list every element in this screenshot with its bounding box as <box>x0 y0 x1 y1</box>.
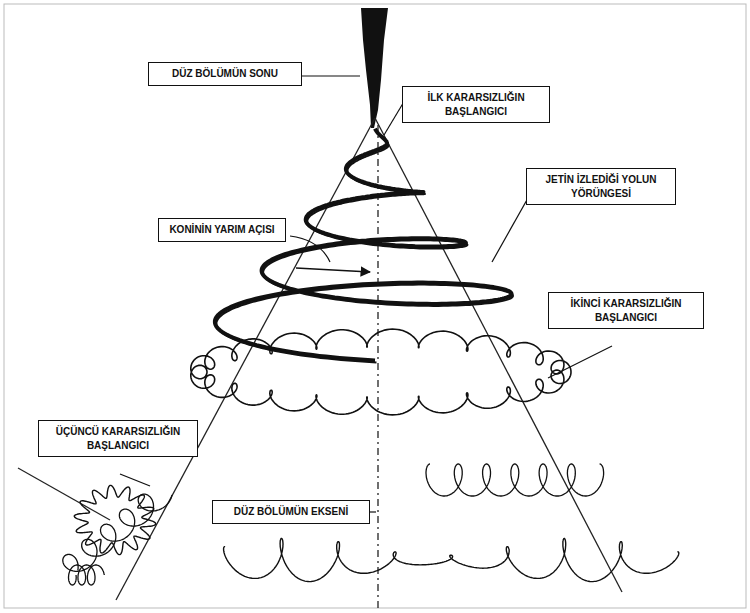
tertiary-clump <box>74 485 155 554</box>
helix-loop <box>216 131 513 363</box>
bottom-coils <box>224 538 679 581</box>
leader-line <box>120 474 150 486</box>
label-box: DÜZ BÖLÜMÜN EKSENİ <box>212 500 370 524</box>
leader-line <box>492 198 528 262</box>
label-box: İLK KARARSIZLIĞIN BAŞLANGICI <box>402 86 550 123</box>
box-label: DÜZ BÖLÜMÜN SONU <box>172 67 278 81</box>
leader-line <box>302 75 360 76</box>
frame <box>4 4 746 608</box>
straight-jet <box>361 8 388 128</box>
box-label: İLK KARARSIZLIĞIN BAŞLANGICI <box>409 91 543 118</box>
bottom-coils <box>426 464 604 496</box>
label-box: KONİNİN YARIM AÇISI <box>158 218 286 242</box>
label-box: İKİNCİ KARARSIZLIĞIN BAŞLANGICI <box>548 292 704 329</box>
leader-line <box>370 511 376 512</box>
box-label: İKİNCİ KARARSIZLIĞIN BAŞLANGICI <box>555 297 697 324</box>
tertiary-coils <box>63 494 172 571</box>
tertiary-coils <box>69 565 105 585</box>
leader-line <box>548 346 612 378</box>
box-label: DÜZ BÖLÜMÜN EKSENİ <box>234 505 348 519</box>
box-label: ÜÇÜNCÜ KARARSIZLIĞIN BAŞLANGICI <box>45 425 191 452</box>
label-box: ÜÇÜNCÜ KARARSIZLIĞIN BAŞLANGICI <box>38 420 198 457</box>
secondary-loops <box>191 329 571 415</box>
jet-path <box>63 129 679 585</box>
label-box: DÜZ BÖLÜMÜN SONU <box>148 62 302 86</box>
label-box: JETİN İZLEDİĞİ YOLUN YÖRÜNGESİ <box>526 168 676 205</box>
box-label: KONİNİN YARIM AÇISI <box>169 223 274 237</box>
angle-arrow <box>296 268 370 272</box>
extension-line <box>18 468 110 520</box>
box-label: JETİN İZLEDİĞİ YOLUN YÖRÜNGESİ <box>533 173 669 200</box>
leader-line <box>290 236 330 262</box>
